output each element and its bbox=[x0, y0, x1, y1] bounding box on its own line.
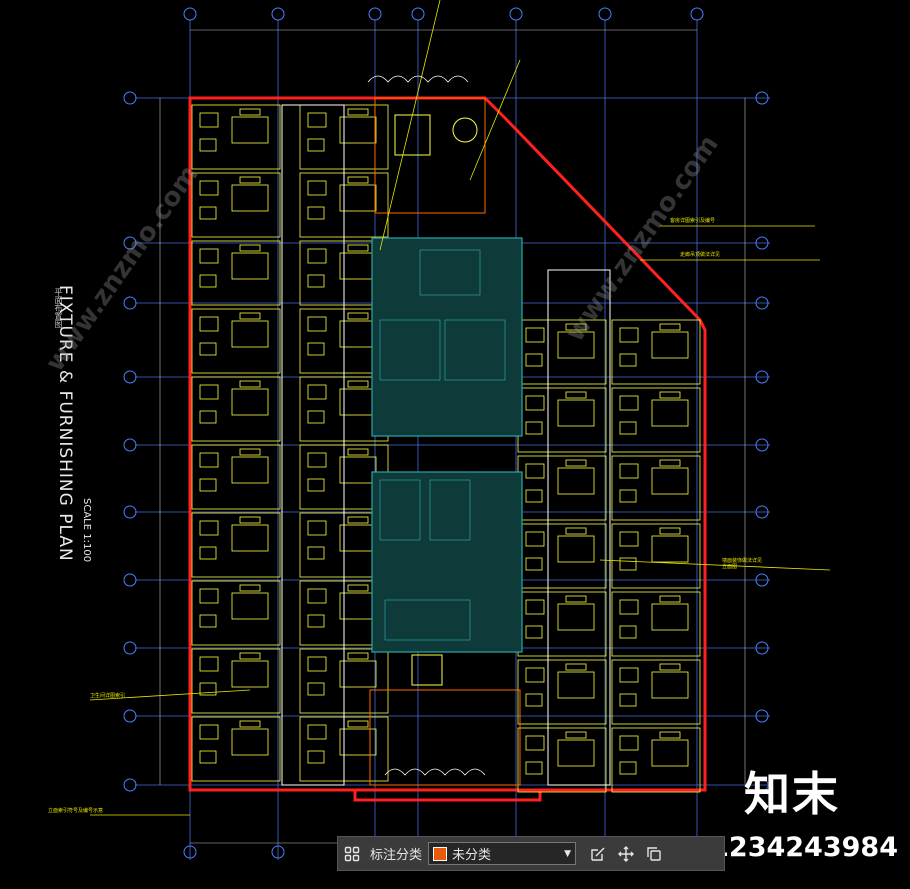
svg-text:走廊吊顶做法详见: 走廊吊顶做法详见 bbox=[680, 251, 720, 258]
lower-suite bbox=[369, 654, 521, 786]
svg-text:立面图: 立面图 bbox=[722, 563, 737, 570]
category-select-value: 未分类 bbox=[452, 848, 492, 863]
edit-icon[interactable] bbox=[584, 837, 612, 870]
brand-watermark: 知末 bbox=[744, 767, 840, 821]
callout-leaders bbox=[89, 0, 831, 816]
svg-text:墙面装饰做法详见: 墙面装饰做法详见 bbox=[722, 557, 762, 564]
upper-suite bbox=[374, 97, 486, 214]
svg-text:卫生间详图索引: 卫生间详图索引 bbox=[90, 692, 125, 699]
category-color-swatch bbox=[433, 846, 448, 861]
grid-lines bbox=[135, 20, 770, 860]
building-outline bbox=[188, 96, 707, 802]
grid-apps-icon[interactable] bbox=[338, 837, 366, 870]
corridors bbox=[281, 104, 611, 786]
callout-texts: 立面索引符号及编号示意 卫生间详图索引 客房详图索引及编号 走廊吊顶做法详见 墙… bbox=[48, 217, 762, 814]
annotation-toolbar: 标注分类 未分类 ▼ bbox=[337, 836, 725, 871]
core-areas bbox=[371, 237, 523, 653]
category-select[interactable]: 未分类 ▼ bbox=[428, 842, 577, 865]
copy-icon[interactable] bbox=[640, 837, 668, 870]
right-guest-rooms bbox=[517, 319, 701, 793]
revision-clouds bbox=[367, 75, 486, 776]
drawing-scale: SCALE 1:100 bbox=[81, 498, 92, 563]
svg-text:客房详图索引及编号: 客房详图索引及编号 bbox=[670, 217, 715, 224]
drawing-title: FIXTURE & FURNISHING PLAN bbox=[55, 285, 75, 562]
svg-text:立面索引符号及编号示意: 立面索引符号及编号示意 bbox=[48, 807, 103, 814]
drawing-title-cn: 平面布置图 bbox=[54, 288, 63, 328]
chevron-down-icon: ▼ bbox=[564, 848, 572, 859]
move-icon[interactable] bbox=[612, 837, 640, 870]
category-label: 标注分类 bbox=[370, 848, 423, 863]
left-guest-rooms bbox=[191, 104, 389, 782]
